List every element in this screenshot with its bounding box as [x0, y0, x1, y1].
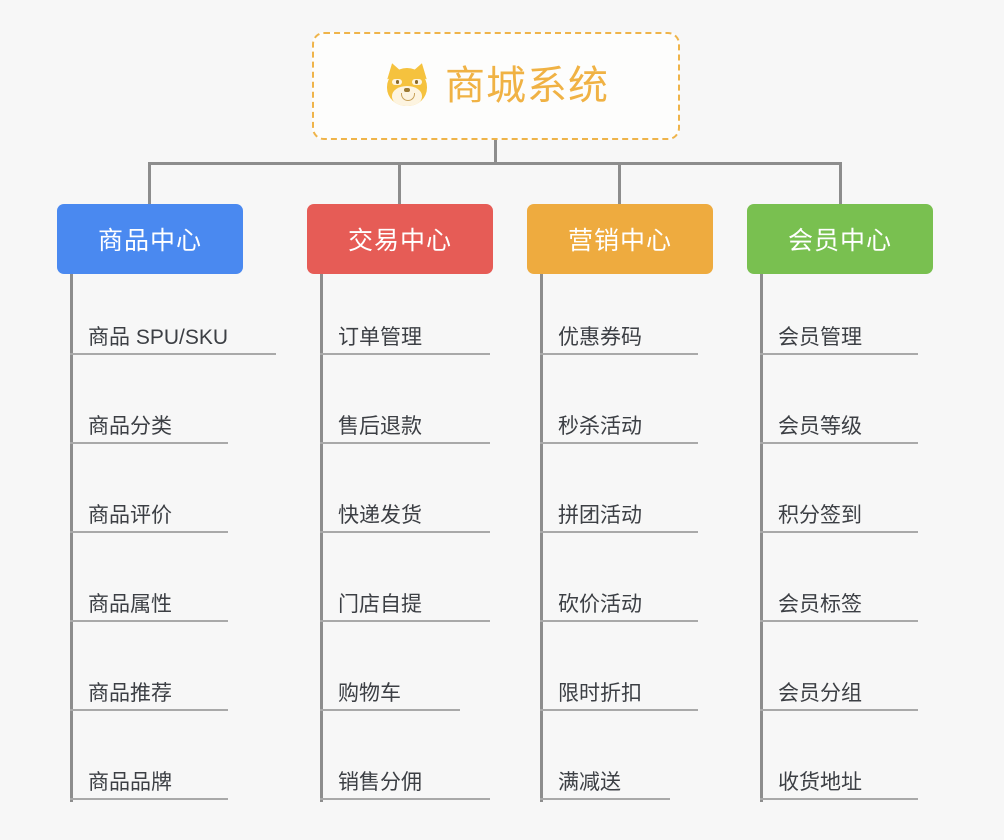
leaf-item[interactable]: 会员标签 — [760, 593, 918, 622]
leaf-item[interactable]: 会员等级 — [760, 415, 918, 444]
branch-connector-1 — [148, 162, 151, 206]
leaf-item[interactable]: 销售分佣 — [320, 771, 490, 800]
column-spine-product-center — [70, 274, 73, 802]
leaf-item-label: 商品品牌 — [88, 771, 172, 794]
leaf-item-label: 秒杀活动 — [558, 415, 642, 438]
column-spine-member-center — [760, 274, 763, 802]
leaf-item-label: 会员等级 — [778, 415, 862, 438]
branch-connector-3 — [618, 162, 621, 206]
leaf-item[interactable]: 积分签到 — [760, 504, 918, 533]
leaf-item[interactable]: 会员管理 — [760, 326, 918, 355]
leaf-item[interactable]: 商品评价 — [70, 504, 228, 533]
leaf-item-label: 拼团活动 — [558, 504, 642, 527]
leaf-item-label: 商品 SPU/SKU — [88, 326, 229, 349]
category-label: 营销中心 — [567, 227, 672, 255]
leaf-item-label: 销售分佣 — [338, 771, 422, 794]
category-label: 商品中心 — [97, 227, 202, 255]
leaf-item[interactable]: 门店自提 — [320, 593, 490, 622]
column-spine-trade-center — [320, 274, 323, 802]
leaf-item[interactable]: 商品属性 — [70, 593, 228, 622]
leaf-item[interactable]: 商品分类 — [70, 415, 228, 444]
leaf-item-label: 商品推荐 — [88, 682, 172, 705]
leaf-item-label: 订单管理 — [338, 326, 422, 349]
leaf-item-label: 满减送 — [558, 771, 621, 794]
leaf-item-label: 收货地址 — [778, 771, 862, 794]
leaf-item[interactable]: 满减送 — [540, 771, 670, 800]
leaf-item-label: 会员分组 — [778, 682, 862, 705]
leaf-item-label: 砍价活动 — [558, 593, 642, 616]
leaf-item-label: 快递发货 — [338, 504, 422, 527]
leaf-item-label: 购物车 — [338, 682, 401, 705]
leaf-item-label: 积分签到 — [778, 504, 862, 527]
root-node[interactable]: 商城系统 — [312, 32, 680, 140]
leaf-item[interactable]: 优惠券码 — [540, 326, 698, 355]
leaf-item[interactable]: 收货地址 — [760, 771, 918, 800]
root-title: 商城系统 — [445, 64, 609, 108]
category-label: 交易中心 — [347, 227, 452, 255]
leaf-item[interactable]: 会员分组 — [760, 682, 918, 711]
leaf-item-label: 商品评价 — [88, 504, 172, 527]
leaf-item-label: 商品分类 — [88, 415, 172, 438]
category-box-member-center[interactable]: 会员中心 — [747, 204, 933, 274]
leaf-item-label: 会员标签 — [778, 593, 862, 616]
leaf-item[interactable]: 商品推荐 — [70, 682, 228, 711]
category-box-trade-center[interactable]: 交易中心 — [307, 204, 493, 274]
trunk-connector — [494, 140, 497, 165]
leaf-item[interactable]: 砍价活动 — [540, 593, 698, 622]
leaf-item[interactable]: 售后退款 — [320, 415, 490, 444]
leaf-item-label: 限时折扣 — [558, 682, 642, 705]
leaf-item[interactable]: 商品 SPU/SKU — [70, 326, 276, 355]
leaf-item-label: 优惠券码 — [558, 326, 642, 349]
shiba-dog-icon — [383, 60, 431, 110]
leaf-item-label: 商品属性 — [88, 593, 172, 616]
column-spine-marketing-center — [540, 274, 543, 802]
leaf-item[interactable]: 购物车 — [320, 682, 460, 711]
leaf-item[interactable]: 限时折扣 — [540, 682, 698, 711]
leaf-item[interactable]: 秒杀活动 — [540, 415, 698, 444]
leaf-item[interactable]: 拼团活动 — [540, 504, 698, 533]
leaf-item-label: 会员管理 — [778, 326, 862, 349]
category-box-marketing-center[interactable]: 营销中心 — [527, 204, 713, 274]
leaf-item-label: 门店自提 — [338, 593, 422, 616]
leaf-item-label: 售后退款 — [338, 415, 422, 438]
leaf-item[interactable]: 商品品牌 — [70, 771, 228, 800]
category-label: 会员中心 — [787, 227, 892, 255]
bus-connector — [148, 162, 842, 165]
leaf-item[interactable]: 订单管理 — [320, 326, 490, 355]
branch-connector-4 — [839, 162, 842, 206]
category-box-product-center[interactable]: 商品中心 — [57, 204, 243, 274]
branch-connector-2 — [398, 162, 401, 206]
leaf-item[interactable]: 快递发货 — [320, 504, 490, 533]
